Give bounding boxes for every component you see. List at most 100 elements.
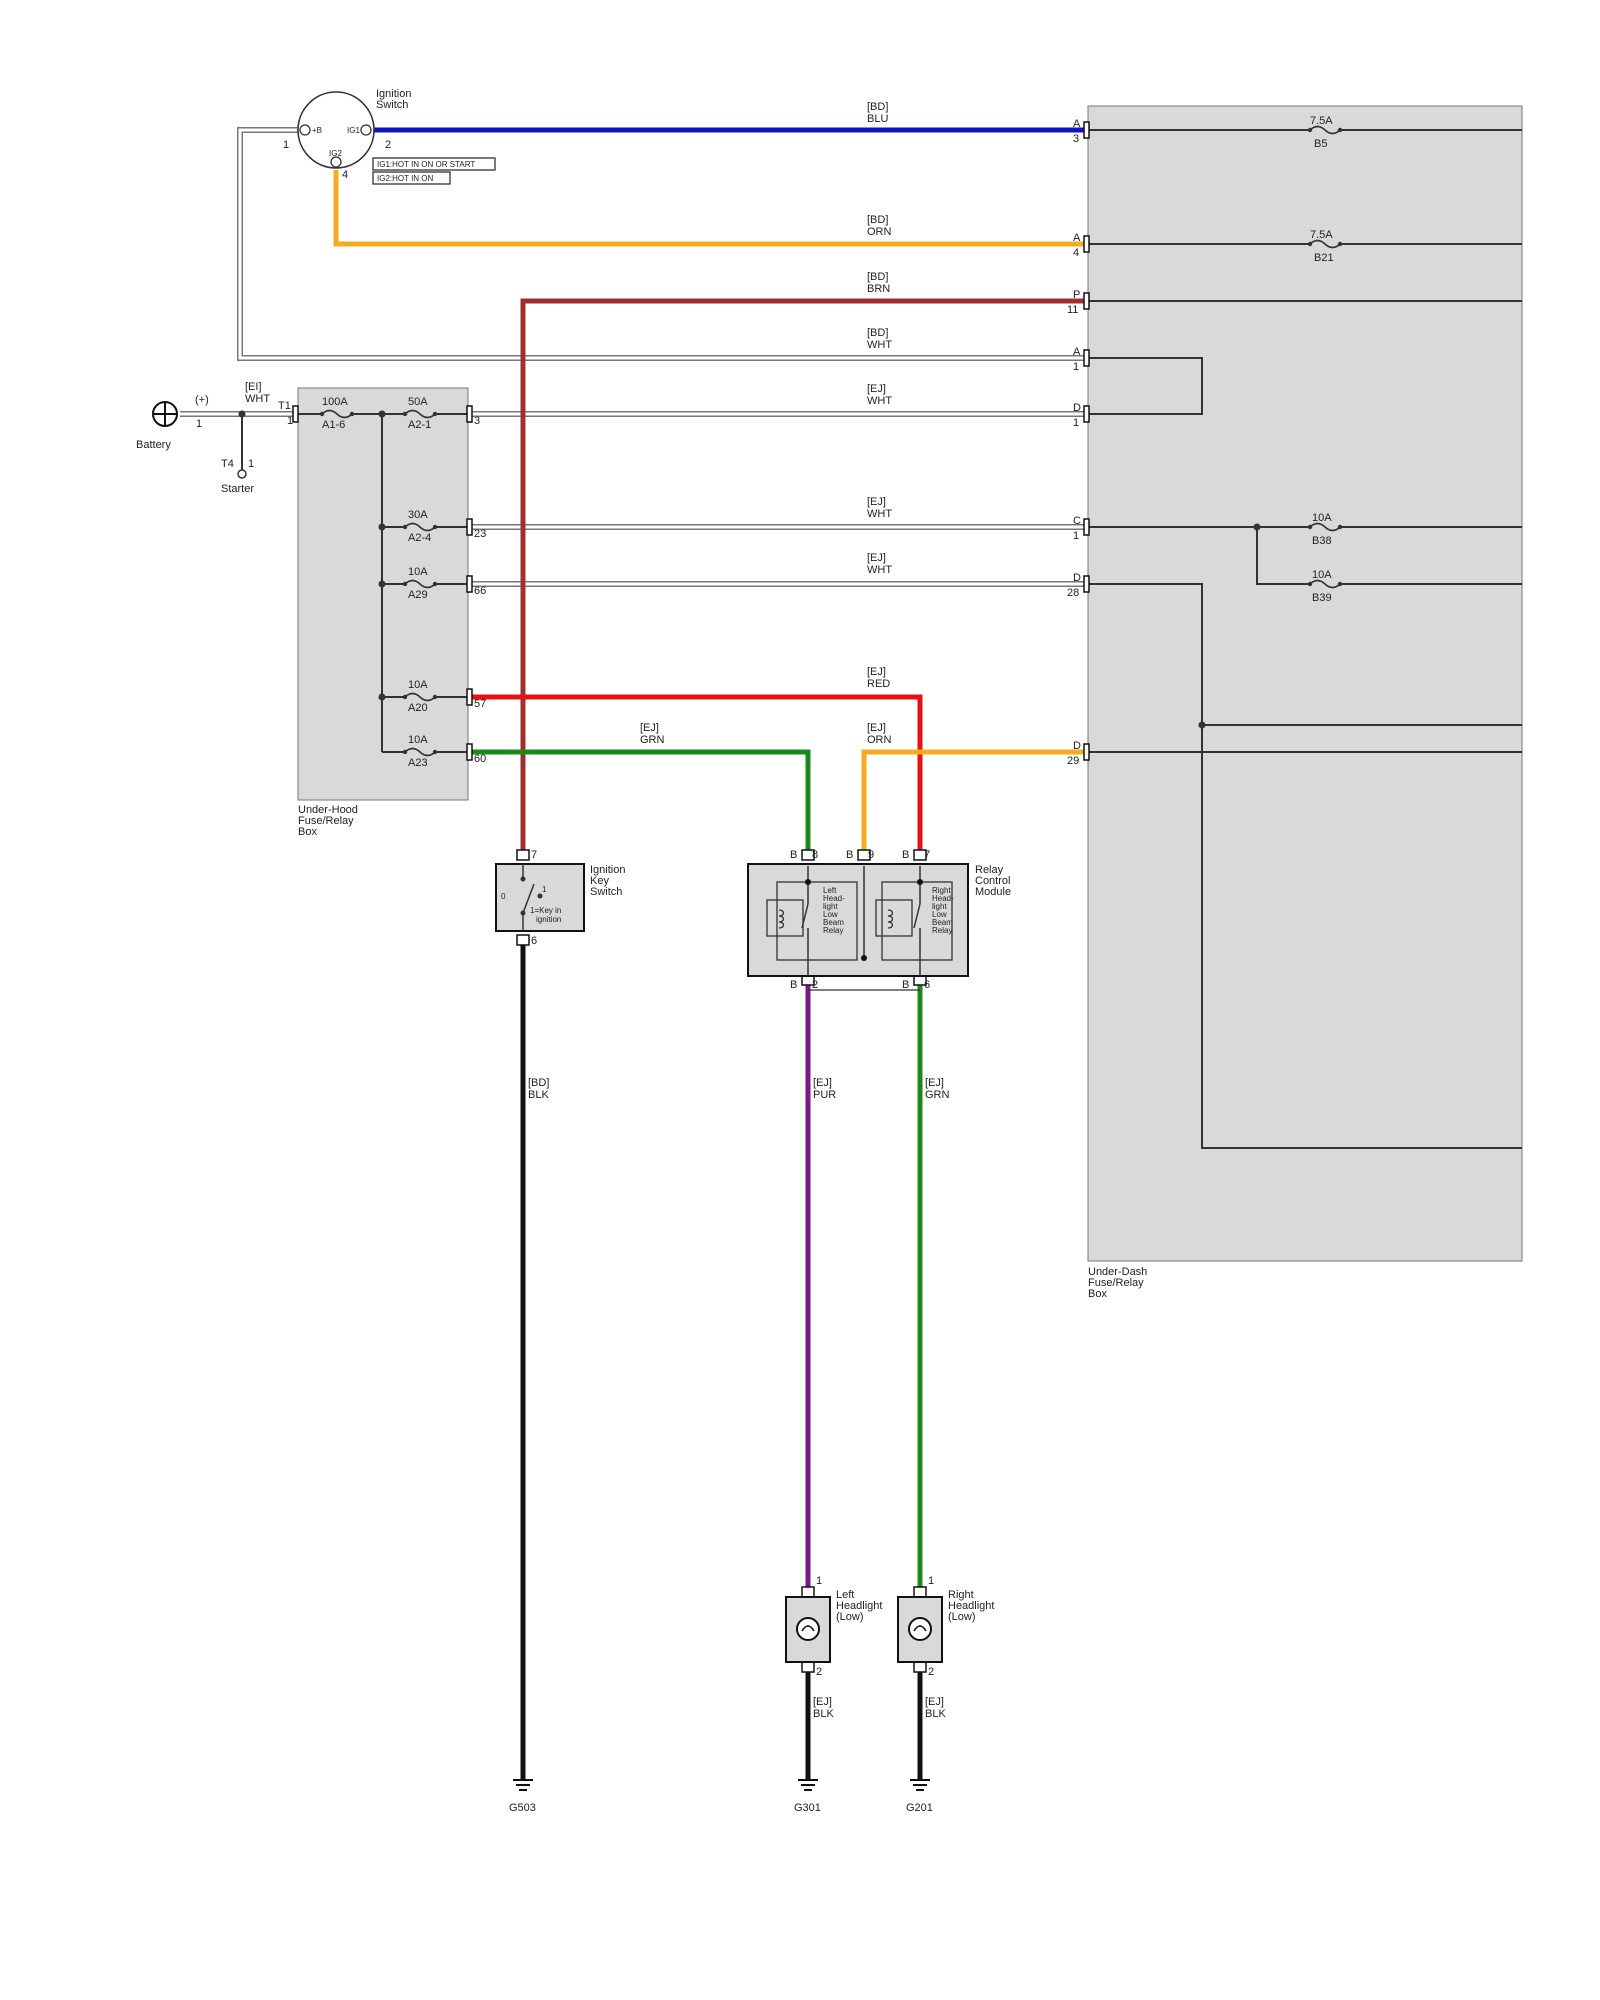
uh-fuse5-id: A23 — [408, 757, 428, 769]
wire-orn-ig2 — [333, 170, 1088, 247]
wire8-color: GRN — [640, 734, 665, 746]
wire-orn-module — [861, 749, 1088, 860]
battery-label: Battery — [136, 439, 171, 451]
wire6-color: WHT — [867, 564, 892, 576]
rcm-pin6: 6 — [924, 979, 930, 991]
uh-fuse5-rating: 10A — [408, 734, 428, 746]
rcm-right-1: Head- — [932, 894, 954, 903]
ign-pin2: 2 — [385, 139, 391, 151]
ground-symbols — [513, 1779, 930, 1791]
hl-right-title-1: Right — [948, 1589, 974, 1601]
wht-wires — [180, 127, 1088, 587]
ud-conn5-letter: C — [1073, 515, 1081, 527]
rcm-pin9: 9 — [868, 849, 874, 861]
uh-fuse3-id: A29 — [408, 589, 428, 601]
battery-symbol — [152, 401, 178, 427]
ud-conn0-pin: 3 — [1073, 133, 1079, 145]
under-dash-internal-wiring — [1088, 129, 1522, 1149]
wire10-color: BLK — [528, 1089, 549, 1101]
uh-pin4: 60 — [474, 753, 486, 765]
wire-red — [468, 694, 923, 860]
rcm-conn-7: B — [902, 849, 909, 861]
ud-conn0-letter: A — [1073, 118, 1081, 130]
uh-fuse1-id: A2-1 — [408, 419, 431, 431]
ud-conn6-pin: 28 — [1067, 587, 1079, 599]
hl-left-pin2: 2 — [816, 1666, 822, 1678]
wire-brn — [520, 298, 1088, 860]
hl-right-title-2: Headlight — [948, 1600, 994, 1612]
ign-pin-ig2: IG2 — [329, 149, 342, 158]
wire14-color: BLK — [925, 1708, 946, 1720]
rcm-title-1: Relay — [975, 864, 1004, 876]
uh-fuse1-rating: 50A — [408, 396, 428, 408]
hl-left-pin1: 1 — [816, 1575, 822, 1587]
ign-pin-b: +B — [312, 126, 322, 135]
uh-pin0: 3 — [474, 415, 480, 427]
headlight-symbols — [785, 1596, 943, 1663]
uh-fuse0-id: A1-6 — [322, 419, 345, 431]
relay-control-module — [747, 863, 969, 991]
rcm-conn-6: B — [902, 979, 909, 991]
rcm-right-2: light — [932, 902, 947, 911]
uh-pin3: 57 — [474, 698, 486, 710]
rcm-pin8: 8 — [812, 849, 818, 861]
wire13-harness: [EJ] — [813, 1696, 832, 1708]
uh-fuse0-rating: 100A — [322, 396, 348, 408]
rcm-pin2: 2 — [812, 979, 818, 991]
ud-fuse3-rating: 10A — [1312, 569, 1332, 581]
rcm-pin7: 7 — [924, 849, 930, 861]
uh-pin2: 66 — [474, 585, 486, 597]
hl-left-title-3: (Low) — [836, 1611, 864, 1623]
battery-pin: 1 — [196, 418, 202, 430]
wire1-harness: [BD] — [867, 214, 888, 226]
battery-polarity: (+) — [195, 394, 209, 406]
wire12-color: GRN — [925, 1089, 950, 1101]
rcm-left-0: Left — [823, 886, 837, 895]
rcm-left-4: Beam — [823, 918, 844, 927]
iks-title-1: Ignition — [590, 864, 625, 876]
ign-note-ig1: IG1:HOT IN ON OR START — [377, 160, 475, 169]
rcm-right-0: Right — [932, 886, 951, 895]
ud-conn3-pin: 1 — [1073, 361, 1079, 373]
wire4-color: WHT — [867, 395, 892, 407]
ign-note-ig2: IG2:HOT IN ON — [377, 174, 434, 183]
uh-fuse2-id: A2-4 — [408, 532, 431, 544]
rcm-right-5: Relay — [932, 926, 952, 935]
iks-pin7: 7 — [531, 849, 537, 861]
ign-pin1: 1 — [283, 139, 289, 151]
wire8-harness: [EJ] — [640, 722, 659, 734]
rcm-left-3: Low — [823, 910, 838, 919]
ud-conn2-letter: P — [1073, 289, 1080, 301]
ign-pin-ig1: IG1 — [347, 126, 360, 135]
uh-fuse4-id: A20 — [408, 702, 428, 714]
hl-right-title-3: (Low) — [948, 1611, 976, 1623]
uh-label-3: Box — [298, 826, 317, 838]
rcm-left-5: Relay — [823, 926, 843, 935]
wire14-harness: [EJ] — [925, 1696, 944, 1708]
ud-conn4-letter: D — [1073, 402, 1081, 414]
rcm-title-3: Module — [975, 886, 1011, 898]
uh-t1-pin: 1 — [287, 415, 293, 427]
wire12-harness: [EJ] — [925, 1077, 944, 1089]
ground-g503: G503 — [509, 1802, 536, 1814]
ign-switch-title-2: Switch — [376, 99, 408, 111]
ign-switch-title-1: Ignition — [376, 88, 411, 100]
fuse-terminals — [319, 127, 1343, 755]
iks-title-3: Switch — [590, 886, 622, 898]
hl-right-pin2: 2 — [928, 1666, 934, 1678]
ground-g201: G201 — [906, 1802, 933, 1814]
wire11-harness: [EJ] — [813, 1077, 832, 1089]
wire2-harness: [BD] — [867, 271, 888, 283]
ud-conn2-pin: 11 — [1067, 304, 1078, 316]
rcm-right-3: Low — [932, 910, 947, 919]
rcm-title-2: Control — [975, 875, 1010, 887]
wire3-color: WHT — [867, 339, 892, 351]
wire11-color: PUR — [813, 1089, 836, 1101]
wire6-harness: [EJ] — [867, 552, 886, 564]
rcm-left-1: Head- — [823, 894, 845, 903]
ud-conn4-pin: 1 — [1073, 417, 1079, 429]
hl-right-pin1: 1 — [928, 1575, 934, 1587]
connector-tabs — [292, 121, 1090, 1673]
